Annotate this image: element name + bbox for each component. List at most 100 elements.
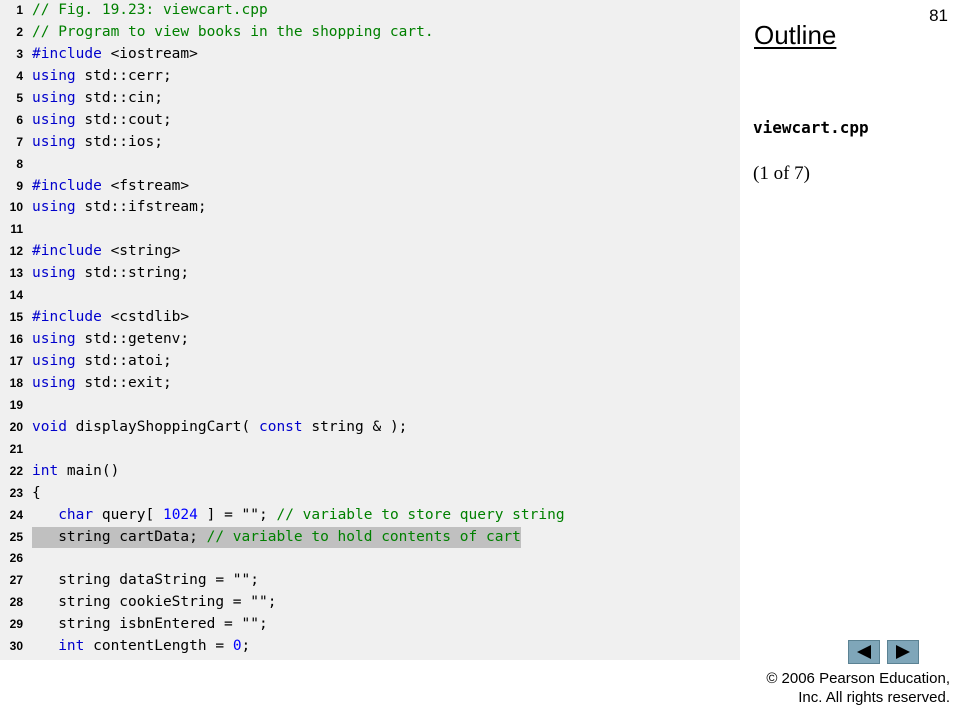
code-token-comment: // Fig. 19.23: viewcart.cpp — [32, 2, 268, 18]
line-number: 22 — [9, 463, 23, 478]
code-token-number: 1024 — [162, 506, 198, 523]
code-token-plain: <string> — [101, 243, 181, 260]
file-name-label: viewcart.cpp — [753, 118, 869, 137]
code-token-plain: contentLength = — [84, 638, 233, 655]
code-text: using std::cout; — [32, 110, 172, 132]
code-token-plain: string cartData; — [32, 528, 207, 545]
code-text: using std::exit; — [32, 373, 172, 395]
code-token-keyword: #include — [32, 45, 102, 62]
line-number: 1 — [16, 3, 23, 17]
code-text: char query[ 1024 ] = ""; // variable to … — [32, 505, 565, 527]
code-token-plain: std::exit; — [75, 374, 172, 391]
code-text: { — [32, 483, 41, 505]
code-text: string dataString = ""; — [32, 570, 259, 592]
part-indicator: (1 of 7) — [753, 163, 810, 184]
code-text: #include <string> — [32, 241, 180, 263]
code-text: int main() — [32, 461, 119, 483]
code-text: #include <fstream> — [32, 176, 189, 198]
code-token-plain: displayShoppingCart( — [66, 418, 259, 435]
code-text: string isbnEntered = ""; — [32, 614, 268, 636]
code-token-number: 0 — [232, 638, 242, 655]
line-number: 25 — [9, 529, 23, 544]
code-text: using std::getenv; — [32, 329, 189, 351]
code-token-comment: // variable to store query string — [276, 506, 565, 523]
line-number: 27 — [9, 573, 23, 588]
code-text: using std::string; — [32, 263, 189, 285]
line-number: 6 — [16, 112, 23, 127]
code-token-plain: string dataString = ""; — [32, 572, 259, 589]
page-number: 81 — [929, 6, 948, 25]
code-token-plain: std::getenv; — [75, 331, 190, 348]
line-number: 9 — [16, 178, 23, 193]
line-number: 7 — [16, 134, 23, 149]
code-token-plain — [32, 638, 58, 654]
code-token-plain: std::atoi; — [75, 353, 172, 369]
code-token-comment: // variable to hold contents of cart — [206, 528, 521, 545]
code-panel: 1 // Fig. 19.23: viewcart.cpp 2 // Program … — [0, 0, 740, 660]
line-number: 28 — [9, 595, 23, 610]
line-number: 29 — [9, 617, 23, 632]
next-slide-button[interactable] — [887, 640, 919, 664]
code-text: string cookieString = ""; — [32, 592, 276, 614]
code-token-keyword: void — [32, 418, 67, 435]
line-number: 5 — [16, 90, 23, 105]
code-token-keyword: using — [32, 353, 76, 369]
code-token-plain: ] = ""; — [197, 506, 277, 523]
line-number: 18 — [9, 375, 23, 390]
line-number: 17 — [9, 354, 23, 368]
code-token-keyword: using — [32, 265, 76, 282]
code-token-plain: string cookieString = ""; — [32, 594, 277, 611]
code-token-keyword: int — [32, 462, 59, 479]
code-token-comment: // Program to view books in the shopping… — [32, 23, 434, 40]
line-number: 13 — [9, 266, 23, 281]
line-number: 24 — [9, 507, 23, 522]
code-token-keyword: using — [32, 199, 76, 216]
line-number: 20 — [9, 419, 23, 434]
line-number: 14 — [9, 288, 23, 303]
code-token-plain: std::ifstream; — [75, 199, 207, 216]
previous-slide-button[interactable] — [848, 640, 880, 664]
line-number: 30 — [9, 639, 23, 654]
outline-title[interactable]: Outline — [754, 20, 837, 50]
line-number: 26 — [9, 551, 23, 566]
line-number: 12 — [9, 244, 23, 259]
code-token-keyword: #include — [32, 243, 102, 260]
code-token-plain: string & ); — [302, 418, 408, 435]
line-number: 10 — [9, 200, 23, 215]
code-token-keyword: using — [32, 67, 76, 84]
code-text: using std::ios; — [32, 132, 163, 154]
code-token-plain — [32, 507, 58, 523]
line-number: 21 — [9, 441, 23, 456]
copyright-line-2: Inc. All rights reserved. — [798, 689, 950, 706]
copyright-notice: © 2006 Pearson Education, Inc. All right… — [766, 669, 950, 707]
code-token-plain: std::cin; — [75, 89, 163, 106]
code-token-keyword: #include — [32, 309, 102, 326]
line-number: 2 — [16, 24, 23, 39]
code-token-plain: <cstdlib> — [101, 309, 190, 326]
code-text: using std::cin; — [32, 88, 163, 110]
code-token-keyword: int — [58, 638, 85, 655]
code-text: using std::cerr; — [32, 66, 172, 88]
code-token-keyword: using — [32, 111, 76, 128]
code-token-keyword: #include — [32, 177, 102, 194]
code-token-plain: std::cerr; — [75, 67, 172, 84]
code-token-keyword: char — [58, 506, 94, 523]
code-text: int contentLength = 0; — [32, 636, 250, 658]
code-token-plain: string isbnEntered = ""; — [32, 616, 268, 633]
line-number: 19 — [9, 397, 23, 412]
code-text: #include <iostream> — [32, 44, 198, 66]
code-token-plain: ; — [241, 638, 251, 655]
line-number: 15 — [9, 310, 23, 325]
code-token-plain: std::string; — [75, 265, 190, 282]
code-token-keyword: using — [32, 374, 76, 391]
code-token-plain: <fstream> — [101, 177, 190, 194]
code-text: // Fig. 19.23: viewcart.cpp — [32, 0, 268, 22]
code-token-keyword: using — [32, 89, 76, 106]
code-token-plain: <iostream> — [101, 45, 198, 62]
code-text: using std::ifstream; — [32, 197, 207, 219]
line-number: 3 — [16, 46, 23, 61]
copyright-line-1: © 2006 Pearson Education, — [766, 670, 950, 687]
code-text: string cartData; // variable to hold con… — [32, 526, 521, 549]
code-token-plain: std::ios; — [75, 133, 163, 150]
triangle-right-icon — [896, 645, 910, 659]
